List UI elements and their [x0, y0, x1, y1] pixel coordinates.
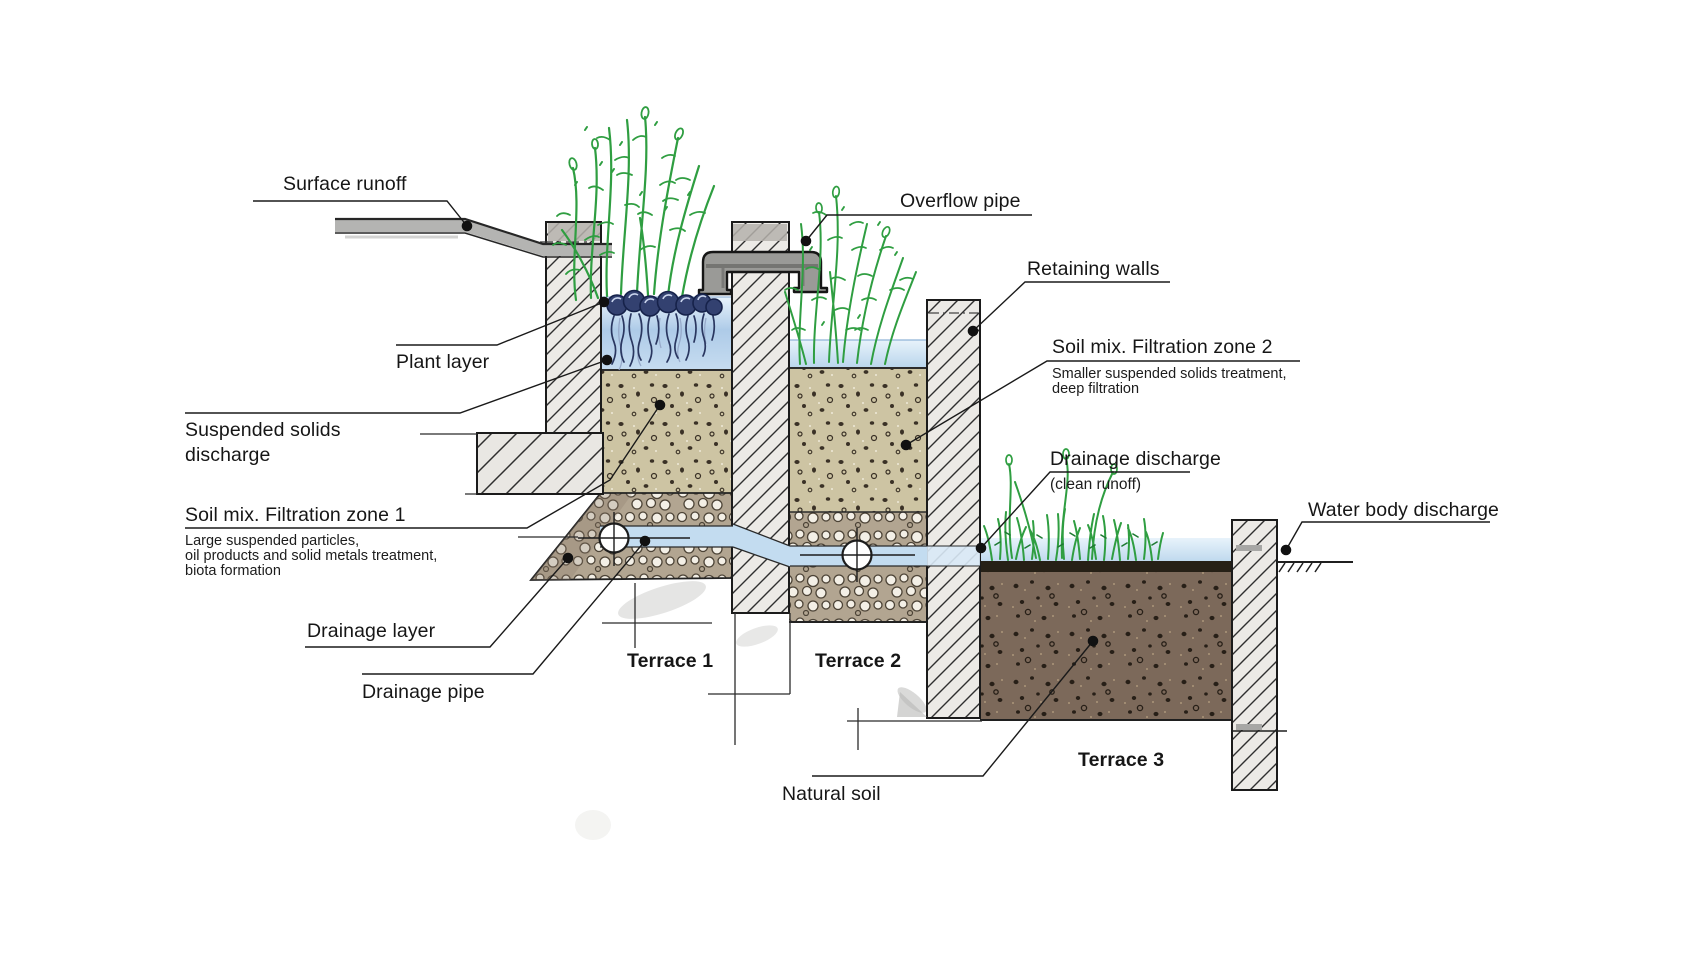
- label-natural-soil: Natural soil: [782, 783, 881, 805]
- label-terrace-1: Terrace 1: [627, 650, 714, 672]
- label-drainage-discharge-sub: (clean runoff): [1050, 476, 1142, 493]
- label-soil-mix-zone1-sub1: Large suspended particles,: [185, 533, 360, 549]
- terrace3-topsoil-line: [980, 561, 1232, 572]
- label-soil-mix-zone2: Soil mix. Filtration zone 2: [1052, 336, 1273, 358]
- leader-plant-layer: [396, 301, 605, 346]
- leader-drainage-pipe: [362, 540, 646, 675]
- leader-drainage-discharge: [980, 471, 1190, 549]
- terrace1-floating-plants: [606, 289, 723, 371]
- leader-natural-soil: [812, 640, 1094, 777]
- label-surface-runoff: Surface runoff: [283, 173, 407, 195]
- leader-soil-mix-zone1: [185, 404, 661, 529]
- terrace1-soil-mix-layer: [601, 370, 733, 493]
- label-soil-mix-zone1-sub3: biota formation: [185, 563, 281, 579]
- ground-line-water-body: [1277, 561, 1353, 573]
- terrace3-layers: [980, 538, 1232, 721]
- leader-dots: [461, 220, 1292, 647]
- label-drainage-layer: Drainage layer: [307, 620, 436, 642]
- label-overflow-pipe: Overflow pipe: [900, 190, 1021, 212]
- surface-runoff-channel: [335, 217, 612, 258]
- label-terrace-2: Terrace 2: [815, 650, 902, 672]
- watercolor-smudges: [575, 581, 927, 840]
- label-drainage-pipe: Drainage pipe: [362, 681, 485, 703]
- terrace1-plants: [552, 106, 716, 302]
- label-drainage-discharge: Drainage discharge: [1050, 448, 1221, 470]
- terrace3-natural-soil: [980, 572, 1232, 720]
- label-soil-mix-zone1: Soil mix. Filtration zone 1: [185, 504, 406, 526]
- drainage-pipe-symbol-1: [578, 512, 690, 566]
- label-water-body-discharge: Water body discharge: [1308, 499, 1499, 521]
- leader-overflow-pipe: [805, 214, 1032, 242]
- leader-soil-mix-zone2: [905, 360, 1300, 446]
- terrace3-retaining-wall: [926, 299, 981, 719]
- label-terrace-3: Terrace 3: [1078, 749, 1165, 771]
- label-retaining-walls: Retaining walls: [1027, 258, 1160, 280]
- right-retaining-wall: [1231, 519, 1278, 791]
- terrace2-layers: [789, 339, 927, 623]
- drainage-pipe-symbol-2: [800, 528, 915, 582]
- left-wall-footing: [476, 432, 604, 495]
- label-soil-mix-zone1-sub2: oil products and solid metals treatment,: [185, 548, 438, 564]
- terrace2-plants: [784, 185, 917, 365]
- leader-lines: [185, 200, 1490, 777]
- floating-plant-bulbs: [606, 289, 723, 317]
- label-soil-mix-zone2-sub1: Smaller suspended solids treatment,: [1052, 366, 1287, 382]
- label-soil-mix-zone2-sub2: deep filtration: [1052, 381, 1140, 397]
- leader-retaining-walls: [972, 281, 1170, 332]
- label-suspended-solids-line2: discharge: [185, 444, 271, 466]
- construction-lines: [602, 583, 982, 750]
- label-plant-layer: Plant layer: [396, 351, 490, 373]
- leader-drainage-layer: [305, 557, 569, 648]
- leader-water-body-discharge: [1285, 521, 1490, 551]
- terrace2-soil-mix-layer: [789, 368, 927, 512]
- leader-suspended-solids: [185, 359, 608, 414]
- label-suspended-solids-line1: Suspended solids: [185, 419, 341, 441]
- leader-surface-runoff: [253, 200, 468, 227]
- drainage-pipe-run: [518, 512, 980, 582]
